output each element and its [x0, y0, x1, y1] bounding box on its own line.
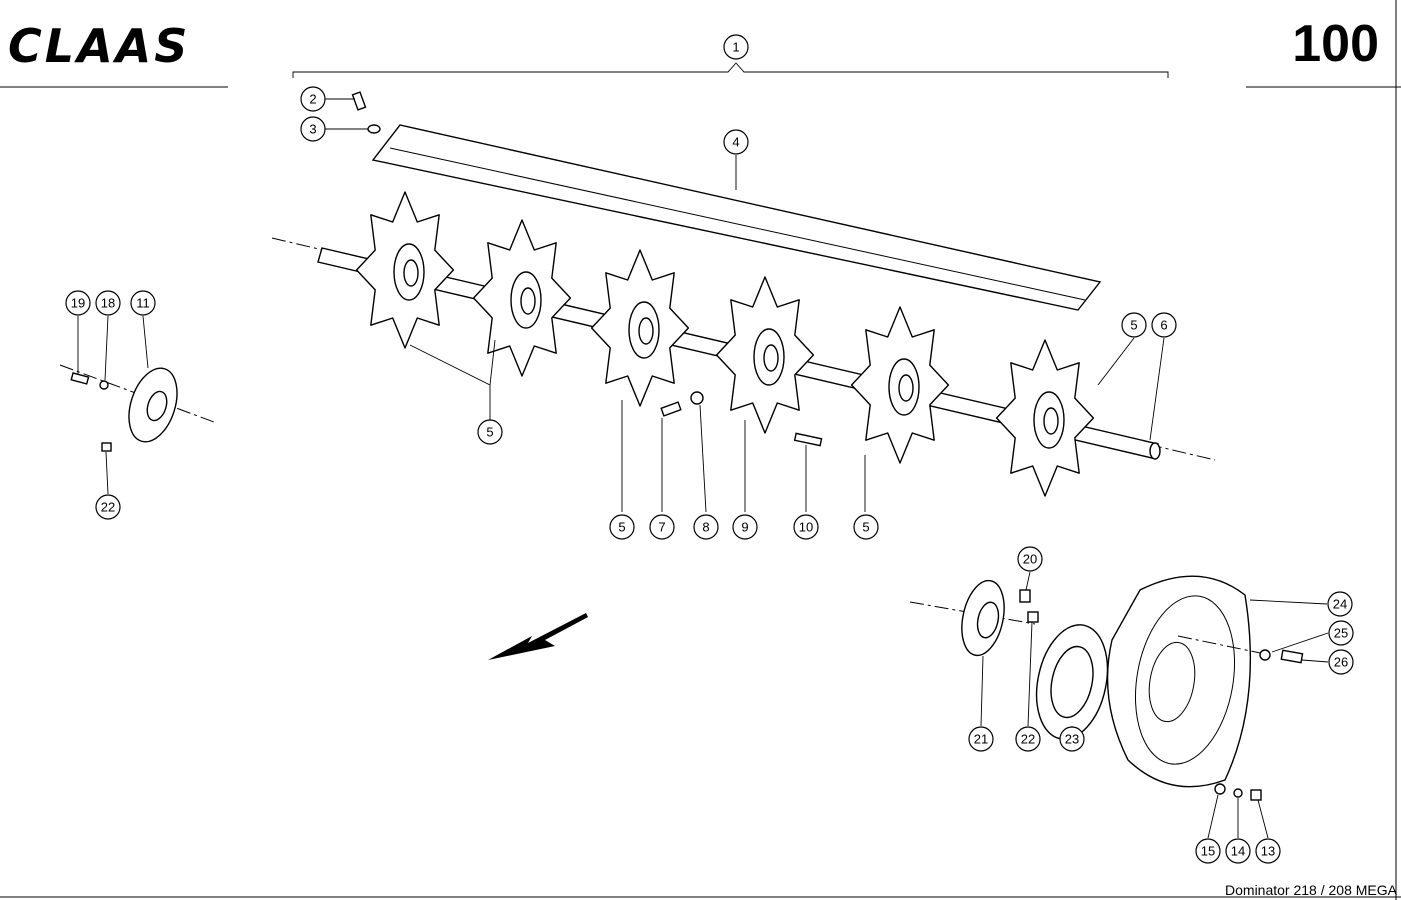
callout-c21: 21: [968, 726, 994, 752]
brand-logo-text: CLAAS: [8, 22, 190, 68]
callout-c5d: 5: [853, 514, 879, 540]
cover-plate: [371, 124, 1102, 311]
bolt-19: [70, 372, 90, 385]
grease-nipple-20: [1019, 589, 1031, 603]
callout-number: 1: [732, 40, 739, 55]
callout-number: 18: [101, 296, 115, 311]
washer-15: [1214, 783, 1226, 795]
nut-22-left: [101, 442, 112, 452]
callout-c22b: 22: [1015, 726, 1041, 752]
bolt-26: [1280, 649, 1304, 664]
star-wheel: [472, 219, 572, 377]
right-flange-bearing: [909, 579, 1039, 657]
travel-direction-arrow-icon: [488, 613, 588, 660]
callout-c10: 10: [793, 514, 819, 540]
callout-number: 3: [309, 122, 316, 137]
callout-c5c: 5: [609, 514, 635, 540]
callout-number: 15: [1201, 844, 1215, 859]
star-wheel: [590, 249, 690, 407]
star-wheel: [715, 276, 815, 434]
callout-c6: 6: [1151, 312, 1177, 338]
callout-number: 6: [1160, 318, 1167, 333]
bolt-7: [660, 401, 682, 417]
callout-number: 11: [136, 296, 150, 311]
callout-number: 7: [658, 520, 665, 535]
callout-number: 19: [71, 296, 85, 311]
claas-logo: CLAAS: [8, 22, 190, 68]
callout-number: 2: [309, 92, 316, 107]
callout-number: 10: [799, 520, 813, 535]
gasket: [1035, 624, 1109, 740]
callout-c13: 13: [1255, 838, 1281, 864]
star-wheels: [355, 191, 1095, 497]
callout-number: 8: [702, 520, 709, 535]
callout-number: 22: [101, 500, 115, 515]
callout-c22a: 22: [95, 494, 121, 520]
callout-c1: 1: [723, 34, 749, 60]
callout-c20: 20: [1017, 546, 1043, 572]
leader-lines: [77, 98, 1329, 839]
callout-number: 4: [732, 135, 739, 150]
callout-c4: 4: [723, 129, 749, 155]
callout-c26: 26: [1328, 649, 1354, 675]
callout-number: 23: [1065, 732, 1079, 747]
drive-housing: [1106, 575, 1304, 801]
callout-c7: 7: [649, 514, 675, 540]
callout-number: 22: [1021, 732, 1035, 747]
callout-number: 20: [1023, 552, 1037, 567]
callout-c25: 25: [1328, 620, 1354, 646]
callout-c15: 15: [1195, 838, 1221, 864]
callout-number: 5: [1130, 318, 1137, 333]
page-number: 100: [1292, 15, 1379, 73]
callout-c19: 19: [65, 290, 91, 316]
left-flange-bearing: [59, 364, 215, 452]
callout-c8: 8: [693, 514, 719, 540]
callout-c9: 9: [732, 514, 758, 540]
callout-c5b: 5: [1121, 312, 1147, 338]
callout-number: 14: [1231, 844, 1245, 859]
callout-number: 13: [1261, 844, 1275, 859]
assembly-bracket: [292, 62, 1169, 78]
bolt-2: [351, 91, 367, 111]
washer-25: [1259, 649, 1271, 661]
star-wheel: [995, 339, 1095, 497]
callout-c5a: 5: [477, 419, 503, 445]
star-wheel: [355, 191, 455, 349]
callout-number: 9: [741, 520, 748, 535]
callout-number: 5: [486, 425, 493, 440]
callout-c2: 2: [300, 86, 326, 112]
washer-18: [99, 380, 109, 390]
star-wheel: [850, 306, 950, 464]
pin-10: [793, 432, 823, 447]
callout-c14: 14: [1225, 838, 1251, 864]
callout-c24: 24: [1327, 591, 1353, 617]
callout-number: 25: [1334, 626, 1348, 641]
callout-number: 5: [862, 520, 869, 535]
callout-c11: 11: [130, 290, 156, 316]
callout-number: 5: [618, 520, 625, 535]
nut-13: [1250, 789, 1262, 801]
washer-3: [367, 124, 381, 134]
callout-c3: 3: [300, 116, 326, 142]
model-designation: Dominator 218 / 208 MEGA: [1225, 882, 1397, 898]
callout-number: 24: [1333, 597, 1347, 612]
callout-number: 26: [1334, 655, 1348, 670]
callout-number: 21: [974, 732, 988, 747]
callout-c18: 18: [95, 290, 121, 316]
nut-22-right: [1027, 611, 1039, 623]
washer-14: [1233, 788, 1243, 798]
callout-c23: 23: [1059, 726, 1085, 752]
nut-8: [690, 391, 704, 405]
